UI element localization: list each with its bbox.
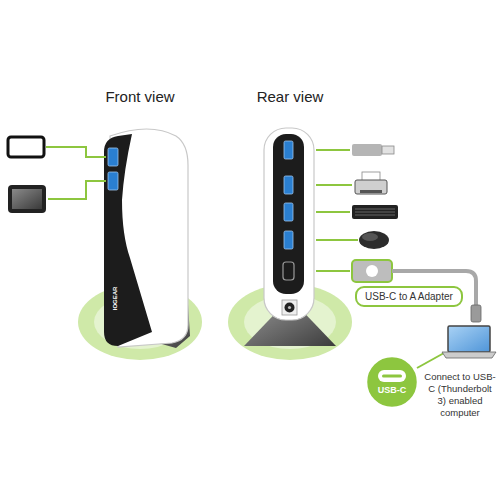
usb-c-port-tongue [382, 375, 402, 378]
front-device [104, 129, 190, 348]
callout-box: USB-C to A Adapter [355, 286, 463, 307]
printer-icon [355, 172, 387, 194]
brand-mark: IOGEAR [113, 286, 120, 310]
badge-text: USB-C [364, 385, 420, 396]
badge-circle [366, 356, 418, 408]
view-title: Front view [105, 88, 174, 105]
callout-text: USB-C to A Adapter [365, 290, 453, 303]
view-title: Rear view [257, 88, 324, 105]
tablet-icon [8, 185, 46, 213]
note-text: Connect to USB-C (Thunderbolt 3) enabled… [424, 371, 496, 419]
rear-device [244, 128, 336, 346]
mouse-icon [359, 231, 389, 249]
adapter-icon [352, 260, 481, 322]
wire [46, 147, 444, 368]
badge-shape [364, 354, 420, 410]
usb-stick-icon [352, 144, 394, 156]
keyboard-icon [352, 205, 398, 219]
port-badge: USB-C [364, 354, 420, 410]
laptop-icon [442, 326, 496, 358]
phone-icon [8, 137, 44, 157]
usb-c-port [378, 370, 406, 382]
